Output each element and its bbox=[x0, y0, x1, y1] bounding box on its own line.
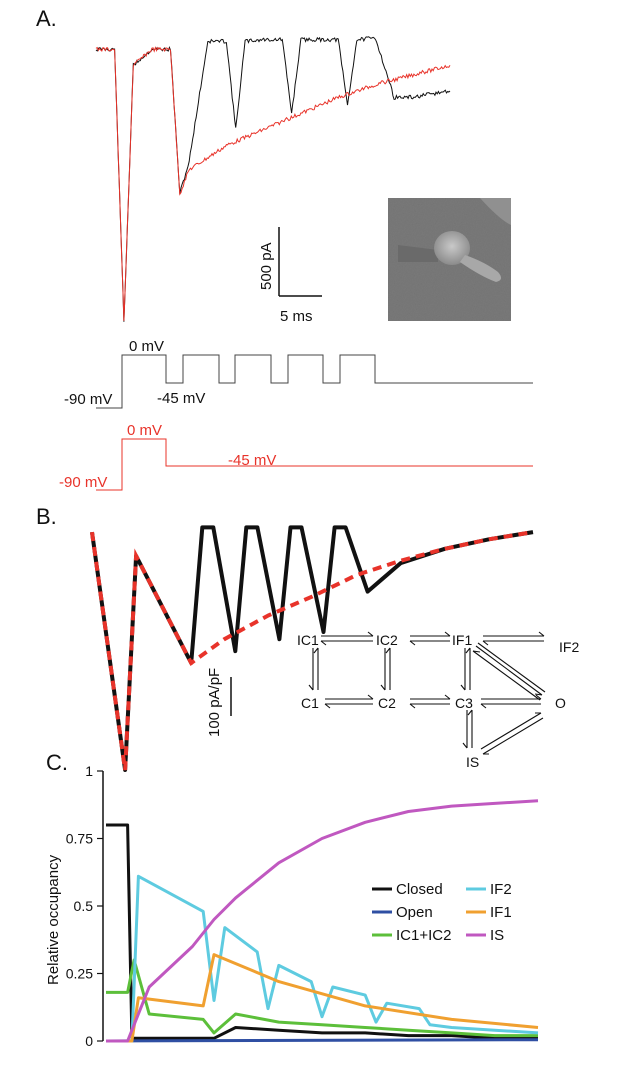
pipette-shape bbox=[398, 245, 438, 262]
scalebar-b-label: 100 pA/pF bbox=[206, 668, 223, 737]
y-tick-label: 1 bbox=[85, 763, 93, 779]
cell-process-shape bbox=[460, 255, 502, 282]
occupancy-lines bbox=[105, 799, 539, 1043]
state-o: O bbox=[555, 695, 566, 711]
protocol-black-line bbox=[96, 354, 533, 409]
occupancy-line-if2 bbox=[106, 874, 539, 1043]
y-ticks: 0 0.25 0.5 0.75 1 bbox=[66, 763, 103, 1049]
panel-a-scalebar: 500 pA 5 ms bbox=[258, 227, 322, 325]
protocol-red-line bbox=[96, 438, 533, 491]
y-tick-label: 0 bbox=[85, 1033, 93, 1049]
occupancy-line-closed bbox=[106, 823, 538, 1040]
state-if2: IF2 bbox=[559, 639, 579, 655]
legend-label-is: IS bbox=[490, 927, 504, 944]
protocol-red-step-label: 0 mV bbox=[127, 422, 162, 439]
legend: Closed IF2 Open IF1 IC1+IC2 IS bbox=[372, 881, 512, 944]
protocol-black: 0 mV -90 mV -45 mV bbox=[64, 338, 533, 409]
scalebar-time-label: 5 ms bbox=[280, 308, 313, 325]
protocol-red-pulse-label: -45 mV bbox=[228, 452, 276, 469]
state-c3: C3 bbox=[455, 695, 473, 711]
panel-c-label: C. bbox=[46, 750, 68, 775]
occupancy-line-open bbox=[105, 1038, 539, 1043]
panel-a-traces bbox=[95, 36, 451, 322]
panel-b-scalebar: 100 pA/pF bbox=[206, 668, 232, 737]
legend-label-if2: IF2 bbox=[490, 881, 512, 898]
protocol-red-hold-label: -90 mV bbox=[59, 474, 107, 491]
y-tick-label: 0.25 bbox=[66, 966, 93, 982]
state-transition-arrows bbox=[308, 631, 546, 755]
y-tick-label: 0.5 bbox=[74, 898, 94, 914]
panel-a-label: A. bbox=[36, 6, 57, 31]
state-c2: C2 bbox=[378, 695, 396, 711]
scalebar-current-label: 500 pA bbox=[258, 242, 275, 290]
legend-label-closed: Closed bbox=[396, 881, 443, 898]
panel-b-label: B. bbox=[36, 504, 57, 529]
state-ic2: IC2 bbox=[376, 632, 398, 648]
legend-label-if1: IF1 bbox=[490, 904, 512, 921]
legend-label-ic: IC1+IC2 bbox=[396, 927, 451, 944]
panel-c-axes: 0 0.25 0.5 0.75 1 Relative occupancy bbox=[45, 763, 104, 1049]
protocol-black-hold-label: -90 mV bbox=[64, 391, 112, 408]
occupancy-line-ic1-ic2 bbox=[106, 958, 538, 1038]
state-if1: IF1 bbox=[452, 632, 472, 648]
state-ic1: IC1 bbox=[297, 632, 319, 648]
y-tick-label: 0.75 bbox=[66, 831, 93, 847]
panel-b-black-model-trace bbox=[90, 525, 534, 772]
state-diagram: IC1 IC2 IF1 IF2 C1 C2 C3 O IS bbox=[297, 631, 579, 770]
protocol-black-pulse-label: -45 mV bbox=[157, 390, 205, 407]
cell-body-shape bbox=[434, 231, 470, 265]
protocol-black-step-label: 0 mV bbox=[129, 338, 164, 355]
occupancy-line-is bbox=[106, 799, 539, 1043]
panel-b-traces bbox=[90, 525, 534, 772]
state-c1: C1 bbox=[301, 695, 319, 711]
legend-label-open: Open bbox=[396, 904, 433, 921]
state-is: IS bbox=[466, 754, 479, 770]
panel-a-red-trace bbox=[95, 46, 451, 321]
protocol-red: 0 mV -90 mV -45 mV bbox=[59, 422, 533, 491]
y-axis-label: Relative occupancy bbox=[45, 854, 62, 985]
inset-cell-photo bbox=[388, 198, 511, 321]
panel-b-red-model-trace bbox=[90, 530, 534, 771]
